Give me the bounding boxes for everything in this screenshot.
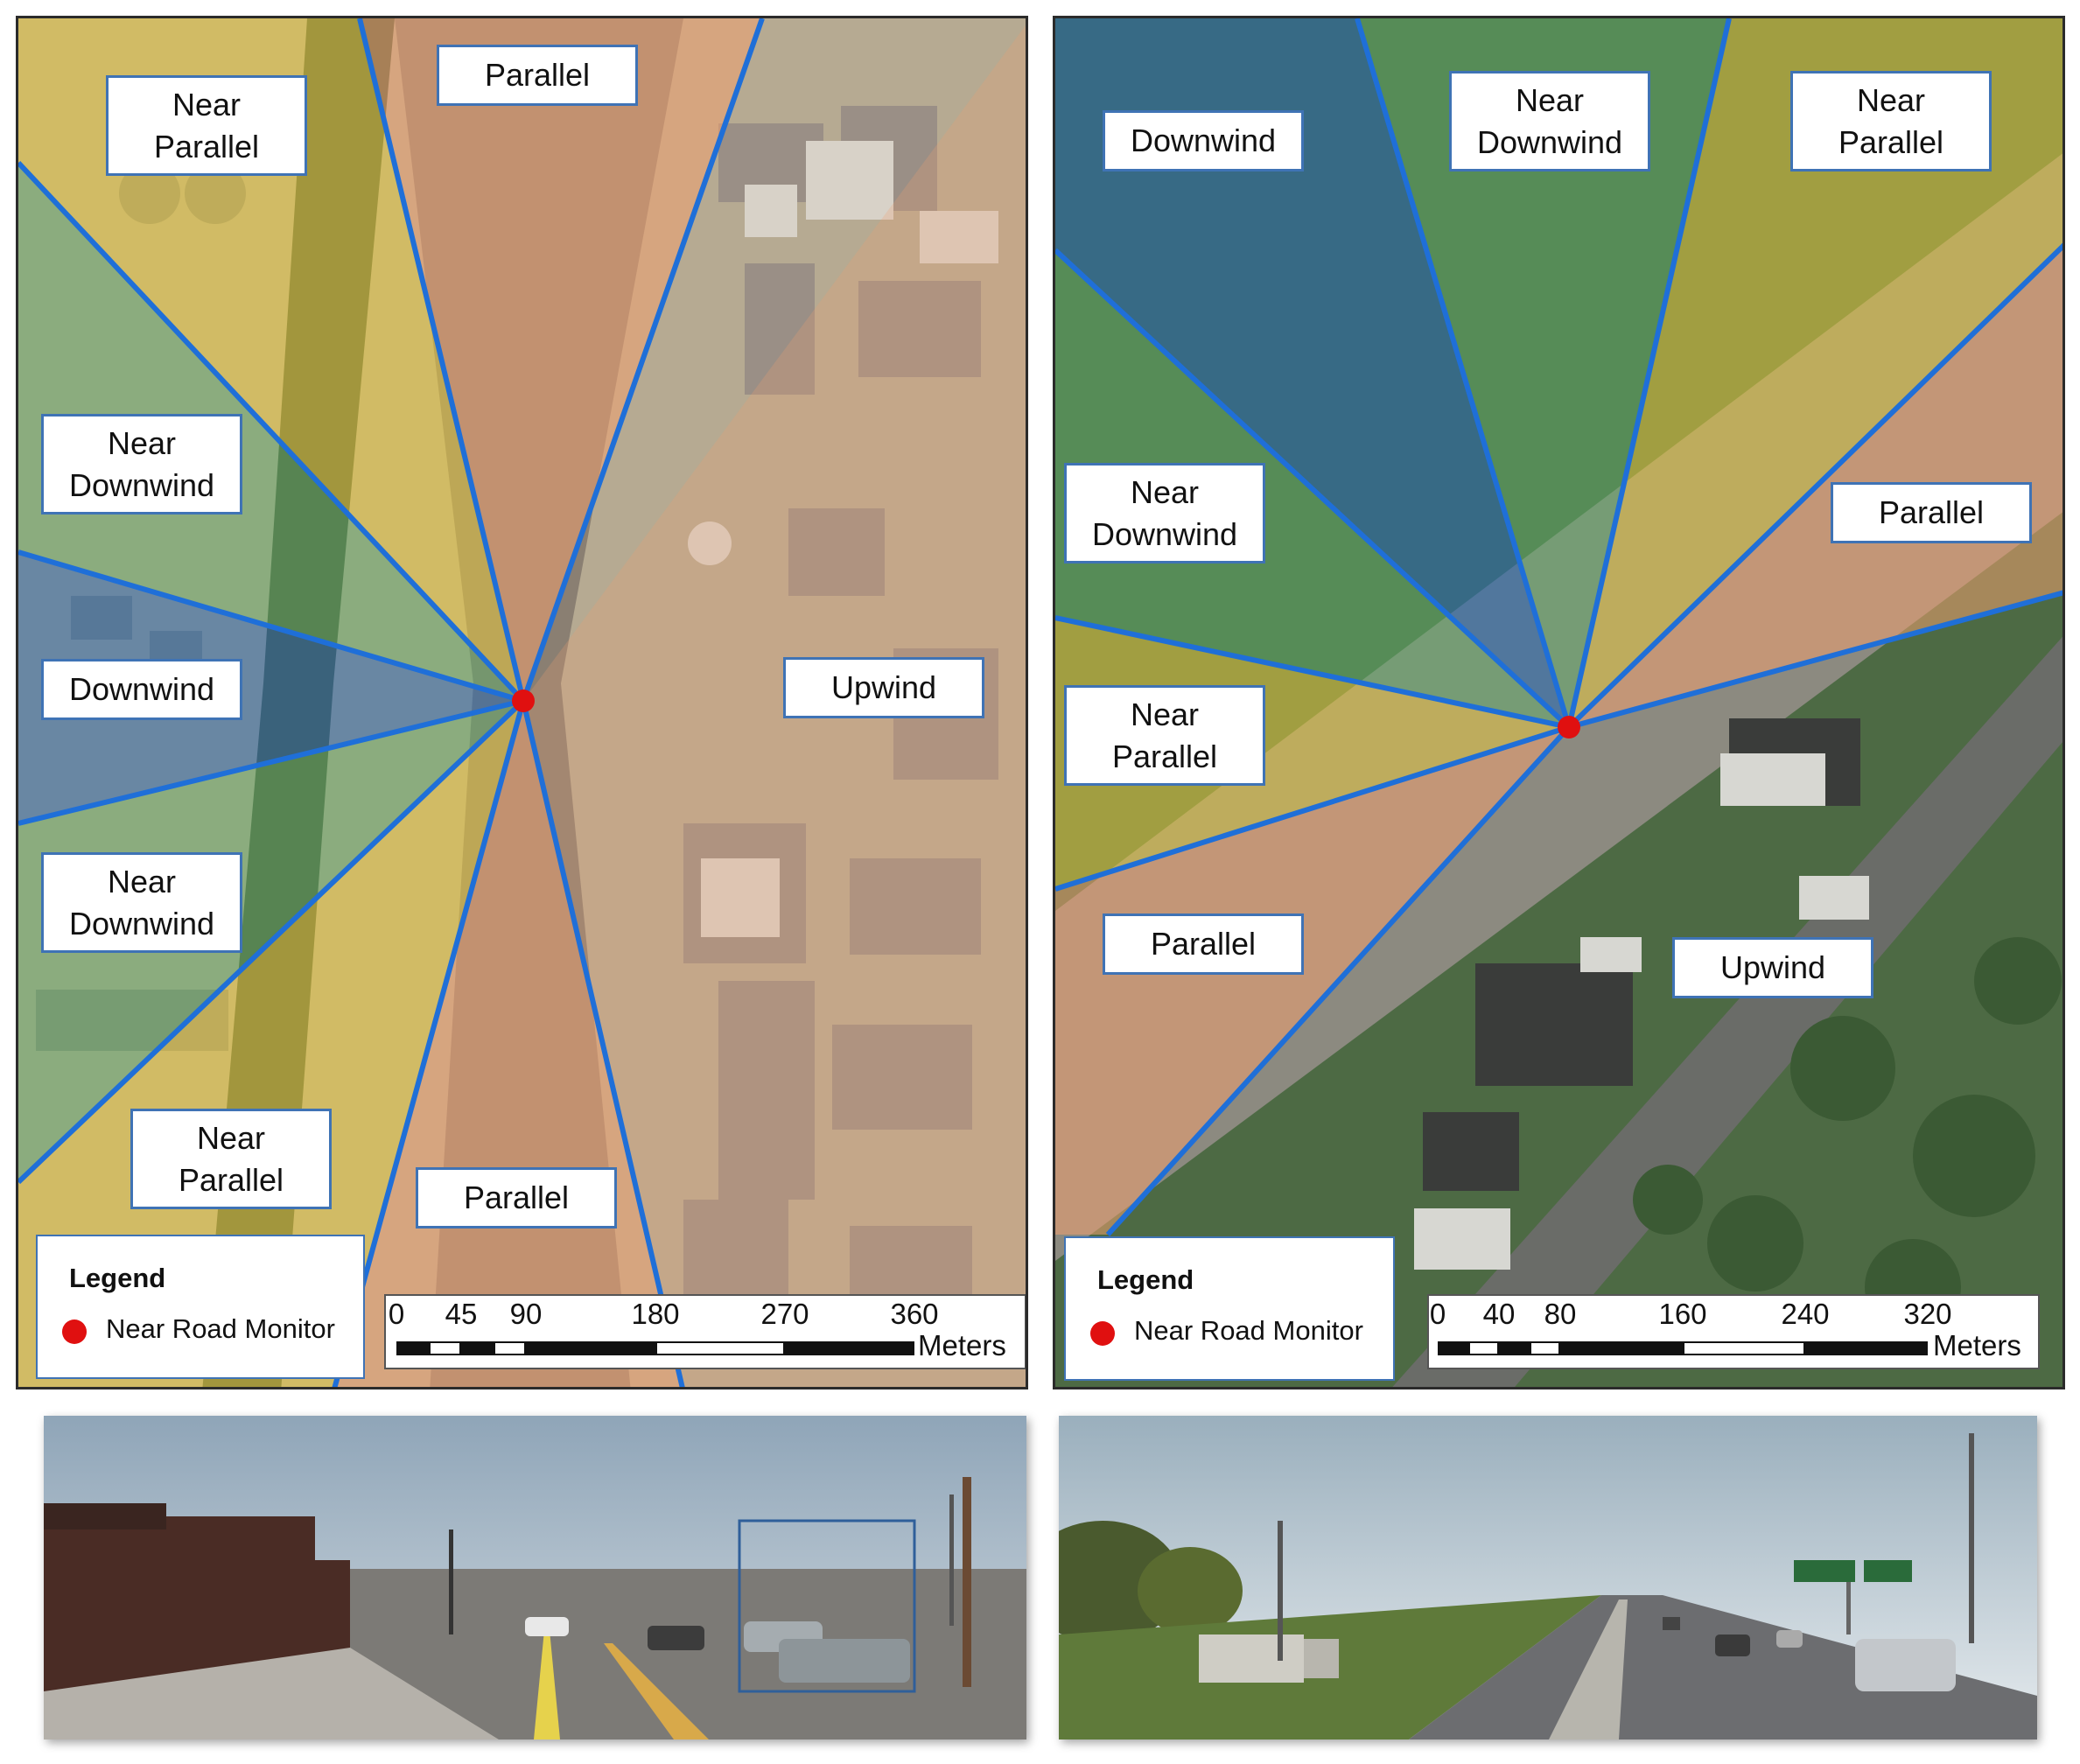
right-sector-label: Near Downwind (1449, 71, 1650, 172)
scale-tick: 80 (1544, 1298, 1577, 1330)
scale-tick: 240 (1781, 1298, 1830, 1330)
left-sector-label: Parallel (416, 1167, 617, 1228)
near-road-monitor-marker (512, 690, 535, 712)
legend-item: Near Road Monitor (106, 1313, 335, 1344)
right-sector-label: Downwind (1103, 110, 1304, 172)
scale-units: Meters (918, 1329, 1006, 1362)
scale-tick: 0 (388, 1298, 405, 1330)
near-road-monitor-marker (1558, 716, 1580, 738)
scale-tick: 360 (890, 1298, 939, 1330)
legend-title: Legend (69, 1263, 166, 1293)
legend-item: Near Road Monitor (1134, 1315, 1363, 1346)
right-sector-label: Near Downwind (1064, 463, 1265, 564)
legend-title: Legend (1097, 1264, 1194, 1295)
right-scale-bar: 0 40 80 160 240 320 Meters (1427, 1294, 2040, 1369)
scale-tick: 45 (445, 1298, 478, 1330)
right-sector-label: Near Parallel (1064, 685, 1265, 786)
scale-tick: 90 (509, 1298, 543, 1330)
left-street-scene (44, 1416, 1026, 1740)
scale-tick: 180 (631, 1298, 680, 1330)
left-sector-label: Downwind (41, 659, 242, 720)
left-sector-label: Parallel (437, 45, 638, 106)
scale-units: Meters (1933, 1329, 2021, 1362)
left-street-photo (44, 1416, 1026, 1740)
left-sector-label: Near Downwind (41, 414, 242, 514)
left-sector-label: Near Parallel (106, 75, 307, 176)
scale-tick: 40 (1482, 1298, 1516, 1330)
left-sector-label: Near Downwind (41, 852, 242, 953)
scale-tick: 0 (1429, 1298, 1446, 1330)
left-scale-bar: 0 45 90 180 270 360 Meters (384, 1294, 1026, 1369)
right-sector-label: Parallel (1831, 482, 2032, 543)
monitor-dot-icon (1090, 1321, 1115, 1346)
right-street-scene (1059, 1416, 2037, 1740)
right-sector-label: Upwind (1672, 937, 1873, 998)
right-map-panel: Downwind Near Downwind Near Parallel Nea… (1053, 16, 2065, 1390)
right-street-photo (1059, 1416, 2037, 1740)
left-map-panel: Parallel Near Parallel Near Downwind Dow… (16, 16, 1028, 1390)
left-legend: Legend Near Road Monitor (36, 1235, 365, 1379)
scale-tick: 320 (1903, 1298, 1952, 1330)
scale-tick: 270 (760, 1298, 809, 1330)
right-sector-label: Near Parallel (1790, 71, 1992, 172)
right-sector-label: Parallel (1103, 914, 1304, 975)
right-legend: Legend Near Road Monitor (1064, 1236, 1395, 1381)
scale-tick: 160 (1658, 1298, 1707, 1330)
left-sector-label: Near Parallel (130, 1109, 332, 1209)
monitor-dot-icon (62, 1320, 87, 1344)
left-sector-label: Upwind (783, 657, 984, 718)
